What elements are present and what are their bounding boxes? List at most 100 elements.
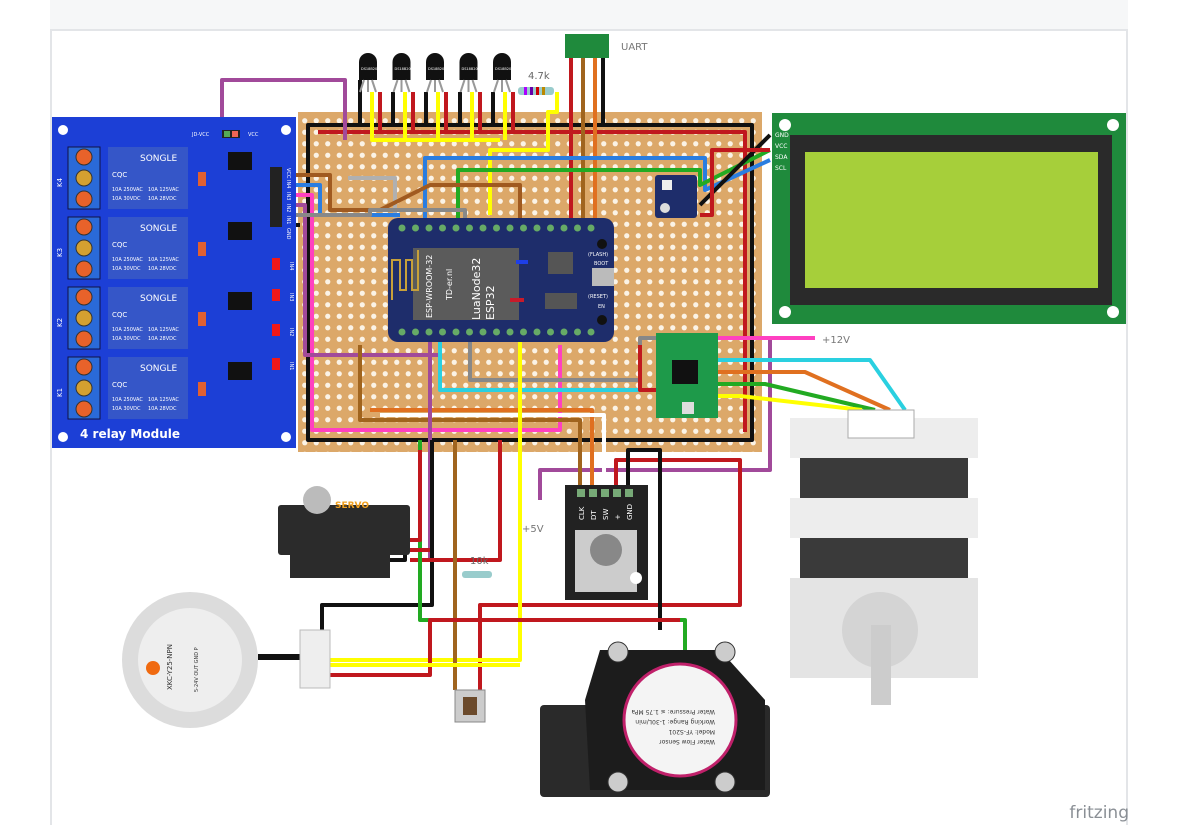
label-group: IN1 xyxy=(288,362,294,370)
uart-label: UART xyxy=(621,42,648,53)
terminal-screw xyxy=(75,218,93,236)
wire xyxy=(282,193,562,432)
wire xyxy=(282,208,467,218)
resistor-4k7-label: 4.7k xyxy=(528,71,550,82)
encoder-pin-label: + xyxy=(614,514,622,520)
esp-pin xyxy=(412,328,419,336)
relay-rating-label: 10A 30VDC xyxy=(112,266,141,272)
wire xyxy=(438,342,656,392)
label-group: IN4 xyxy=(285,180,291,188)
relay-brand-label: SONGLE xyxy=(140,154,178,164)
relay-input-label: IN1 xyxy=(288,362,294,370)
relay-pin-label: IN2 xyxy=(285,204,291,212)
wire xyxy=(410,440,502,562)
flash-label: (FLASH) xyxy=(588,252,608,258)
label-group: DS18B20 xyxy=(361,67,377,71)
terminal-screw xyxy=(75,239,93,257)
reset-label: (RESET) xyxy=(588,294,608,300)
relay-cert-label: CQC xyxy=(112,171,127,179)
relay-rating-label: 10A 30VDC xyxy=(112,336,141,342)
encoder-pin xyxy=(601,489,609,497)
esp-pin xyxy=(425,224,433,232)
relay-rating-label: 10A 30VDC xyxy=(112,406,141,412)
relay-rating-label: 10A 28VDC xyxy=(148,196,177,202)
vcc-label: VCC xyxy=(248,132,259,138)
esp-chip-label: ESP32 xyxy=(484,285,497,320)
encoder-pin xyxy=(613,489,621,497)
relay-rating-label: 10A 125VAC xyxy=(148,187,179,193)
label-group: SONGLE xyxy=(140,224,178,234)
flow-text-2: Model: YF-S201 xyxy=(668,728,715,735)
esp-pin xyxy=(587,224,595,232)
label-group: IN4 xyxy=(288,262,294,270)
esp-pin xyxy=(412,224,419,232)
wire xyxy=(718,394,863,412)
servo-label: SERVO xyxy=(335,501,369,511)
terminal-screw xyxy=(75,260,93,278)
encoder-pin-label: DT xyxy=(590,510,598,520)
label-group: K3 xyxy=(56,248,64,257)
esp-pin xyxy=(398,328,406,336)
stepper-driver xyxy=(656,333,718,418)
relay-rating-label: 10A 250VAC xyxy=(112,187,143,193)
uart-header: UART xyxy=(565,34,648,58)
label-group: 10A 125VAC xyxy=(148,397,179,403)
esp-pin xyxy=(439,224,446,232)
relay-brand-label: SONGLE xyxy=(140,294,178,304)
esp-pin xyxy=(452,328,460,336)
label-group: 10A 30VDC xyxy=(112,406,141,412)
label-group: 10A 28VDC xyxy=(148,266,177,272)
wire xyxy=(370,408,594,490)
label-group: 10A 28VDC xyxy=(148,196,177,202)
resistor xyxy=(198,312,206,326)
esp-pin xyxy=(493,224,500,232)
terminal-screw xyxy=(75,169,93,187)
sensor-part-label: DS18B20 xyxy=(395,67,411,71)
label-group: CQC xyxy=(112,311,127,319)
sensor-legs xyxy=(359,79,377,93)
relay-rating-label: 10A 125VAC xyxy=(148,397,179,403)
label-group: 10A 250VAC xyxy=(112,327,143,333)
relay-pin-label: GND xyxy=(285,228,291,240)
esp-pin xyxy=(452,224,460,232)
encoder-pin xyxy=(577,489,585,497)
jdvcc-label: JD-VCC xyxy=(191,132,210,138)
label-group: SONGLE xyxy=(140,294,178,304)
label-group: SONGLE xyxy=(140,364,178,374)
label-group: CQC xyxy=(112,171,127,179)
esp-pin xyxy=(574,328,581,336)
label-group: DS18B20 xyxy=(428,67,444,71)
label-group: IN3 xyxy=(288,293,294,301)
terminal-screw xyxy=(75,309,93,327)
esp-pin xyxy=(587,328,595,336)
sensor-legs xyxy=(392,79,411,93)
resistor xyxy=(198,242,206,256)
label-group: CQC xyxy=(112,381,127,389)
label-group: 10A 30VDC xyxy=(112,266,141,272)
lcd-pin-label: SDA xyxy=(775,154,788,161)
terminal-screw xyxy=(75,190,93,208)
push-button xyxy=(454,689,486,723)
esp-name-label: LuaNode32 xyxy=(470,258,483,320)
liquid-level-sensor: XKC-Y25-NPN 5-24V OUT GND P xyxy=(122,592,331,728)
esp-pin xyxy=(466,328,473,336)
terminal-screw xyxy=(75,330,93,348)
esp-pin xyxy=(506,224,514,232)
wire xyxy=(700,148,770,217)
relay-brand-label: SONGLE xyxy=(140,364,178,374)
esp-pin xyxy=(533,328,541,336)
esp-pin xyxy=(547,328,554,336)
label-group: CLK xyxy=(578,506,586,520)
esp-pin xyxy=(398,224,406,232)
relay-input-label: IN4 xyxy=(288,262,294,270)
esp-pin xyxy=(439,328,446,336)
flow-text-1: Water Flow Sensor xyxy=(659,738,715,745)
temperature-sensor xyxy=(426,53,444,80)
wire xyxy=(718,370,891,412)
wire xyxy=(318,130,747,432)
label-group: 10A 250VAC xyxy=(112,187,143,193)
sensor-part-label: DS18B20 xyxy=(428,67,444,71)
relay-cert-label: CQC xyxy=(112,381,127,389)
label-group: K2 xyxy=(56,318,64,327)
esp-pin xyxy=(520,224,527,232)
